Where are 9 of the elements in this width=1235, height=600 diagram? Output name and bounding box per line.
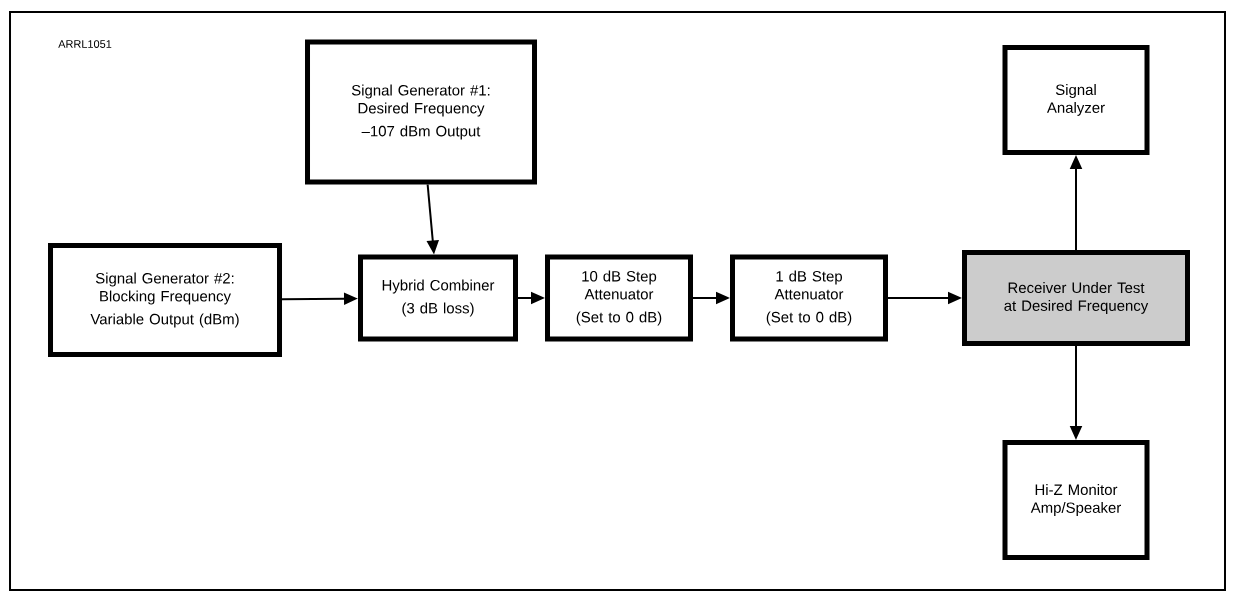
analyzer-box: Signal Analyzer [1002,45,1150,155]
generator-box: Signal Generator #2: Blocking Frequency Variable Output (dBm) [48,243,282,357]
attenuator-box: 1 dB Step Attenuator (Set to 0 dB) [730,254,888,342]
figure-number: ARRL1051 [58,40,112,48]
monitor-box: Hi-Z Monitor Amp/Speaker [1002,440,1150,560]
attenuator-box: 10 dB Step Attenuator (Set to 0 dB) [545,254,693,342]
generator-box: Signal Generator #1: Desired Frequency –107 dBm Output [305,39,537,185]
combiner-box: Hybrid Combiner (3 dB loss) [358,254,518,342]
receiver-box: Receiver Under Test at Desired Frequency [962,250,1190,346]
